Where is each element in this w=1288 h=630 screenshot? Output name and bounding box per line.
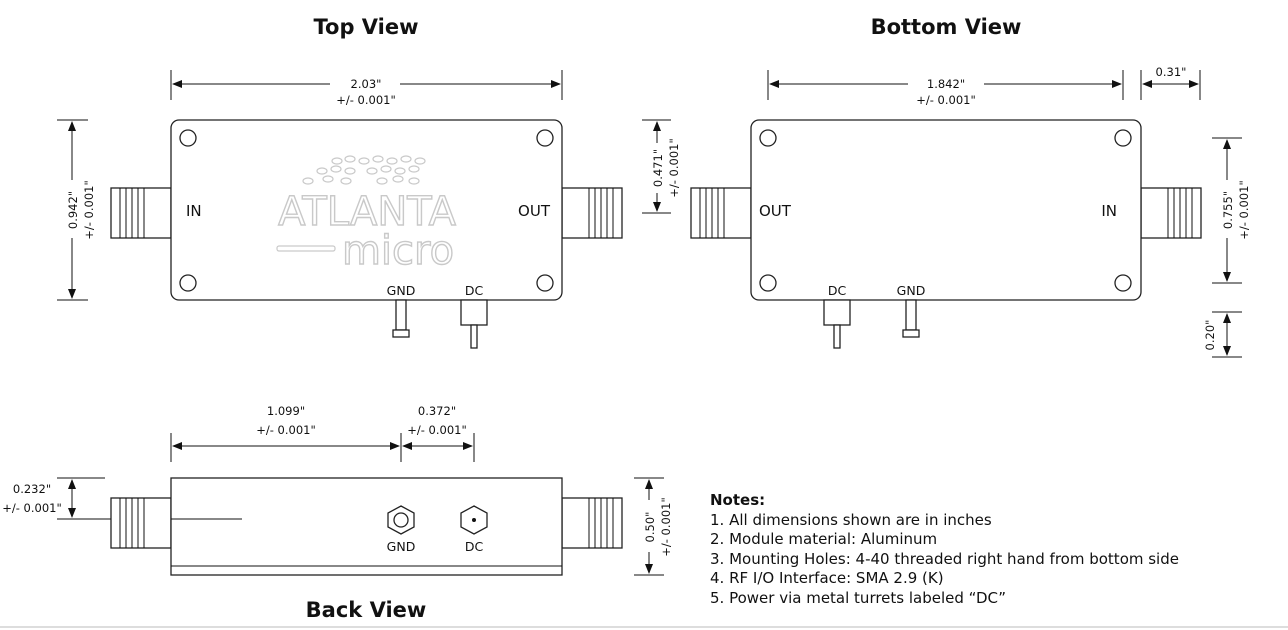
back-view-title: Back View [306, 598, 427, 622]
top-in-connector [110, 187, 172, 239]
bottom-hole-dim: 0.755" [1221, 191, 1235, 229]
back-height-dim: 0.50" [643, 512, 657, 543]
top-view: 2.03" +/- 0.001" 0.942" +/- 0.001" [57, 70, 681, 349]
bottom-view-title: Bottom View [871, 15, 1022, 39]
notes-title: Notes: [710, 491, 765, 509]
back-left-tol: +/- 0.001" [2, 501, 62, 515]
bottom-gnd-label: GND [897, 283, 926, 298]
back-view: 1.099" +/- 0.001" 0.372" +/- 0.001" 0.23… [2, 404, 673, 576]
back-dim1-tol: +/- 0.001" [256, 423, 316, 437]
top-module-body [170, 119, 563, 301]
bottom-view: 1.842" +/- 0.001" 0.31" OUT IN DC GND [690, 65, 1251, 358]
top-offset-tol: +/- 0.001" [667, 138, 681, 198]
bottom-in-connector [1140, 187, 1202, 239]
top-width-dim: 2.03" [351, 77, 382, 91]
mounting-hole [759, 274, 777, 292]
logo-text-micro: micro [342, 228, 454, 274]
back-left-connector [110, 497, 172, 549]
bottom-turret-dim: 0.20" [1203, 320, 1217, 351]
back-module-body [170, 477, 563, 576]
mounting-hole [179, 274, 197, 292]
top-gnd-label: GND [387, 283, 416, 298]
top-offset-dim: 0.471" [651, 149, 665, 187]
note-item: 4. RF I/O Interface: SMA 2.9 (K) [710, 569, 944, 587]
top-dc-turret [460, 299, 488, 349]
bottom-out-label: OUT [759, 202, 792, 220]
bottom-dc-turret [823, 299, 851, 349]
mounting-hole [179, 129, 197, 147]
back-dc-turret [460, 505, 488, 535]
back-dc-label: DC [465, 539, 484, 554]
bottom-gnd-turret [902, 299, 920, 338]
bottom-connector-dim: 0.31" [1156, 65, 1187, 79]
back-height-tol: +/- 0.001" [659, 497, 673, 557]
back-dim2-tol: +/- 0.001" [407, 423, 467, 437]
bottom-out-connector [690, 187, 752, 239]
top-dc-label: DC [465, 283, 484, 298]
back-left-dim: 0.232" [13, 482, 51, 496]
mounting-hole [536, 274, 554, 292]
bottom-width-tol: +/- 0.001" [916, 93, 976, 107]
top-view-title: Top View [313, 15, 418, 39]
note-item: 3. Mounting Holes: 4-40 threaded right h… [710, 550, 1179, 568]
bottom-dc-label: DC [828, 283, 847, 298]
note-item: 5. Power via metal turrets labeled “DC” [710, 589, 1006, 607]
back-dim1: 1.099" [267, 404, 305, 418]
back-right-connector [561, 497, 623, 549]
mounting-hole [1114, 129, 1132, 147]
bottom-width-dim: 1.842" [927, 77, 965, 91]
mounting-hole [1114, 274, 1132, 292]
top-width-tol: +/- 0.001" [336, 93, 396, 107]
back-dim2: 0.372" [418, 404, 456, 418]
top-in-label: IN [186, 202, 202, 220]
atlanta-micro-logo: ATLANTA micro [276, 155, 457, 275]
bottom-in-label: IN [1101, 202, 1117, 220]
top-height-tol: +/- 0.001" [82, 180, 96, 240]
mounting-hole [536, 129, 554, 147]
bottom-hole-tol: +/- 0.001" [1237, 180, 1251, 240]
top-out-label: OUT [518, 202, 551, 220]
note-item: 1. All dimensions shown are in inches [710, 511, 992, 529]
top-gnd-turret [392, 299, 410, 338]
mounting-hole [759, 129, 777, 147]
logo-text-atlanta: ATLANTA [278, 189, 457, 235]
bottom-module-body [750, 119, 1142, 301]
back-gnd-turret [387, 505, 415, 535]
top-height-dim: 0.942" [66, 191, 80, 229]
back-gnd-label: GND [387, 539, 416, 554]
notes-section: Notes: 1. All dimensions shown are in in… [710, 491, 1179, 607]
note-item: 2. Module material: Aluminum [710, 530, 937, 548]
